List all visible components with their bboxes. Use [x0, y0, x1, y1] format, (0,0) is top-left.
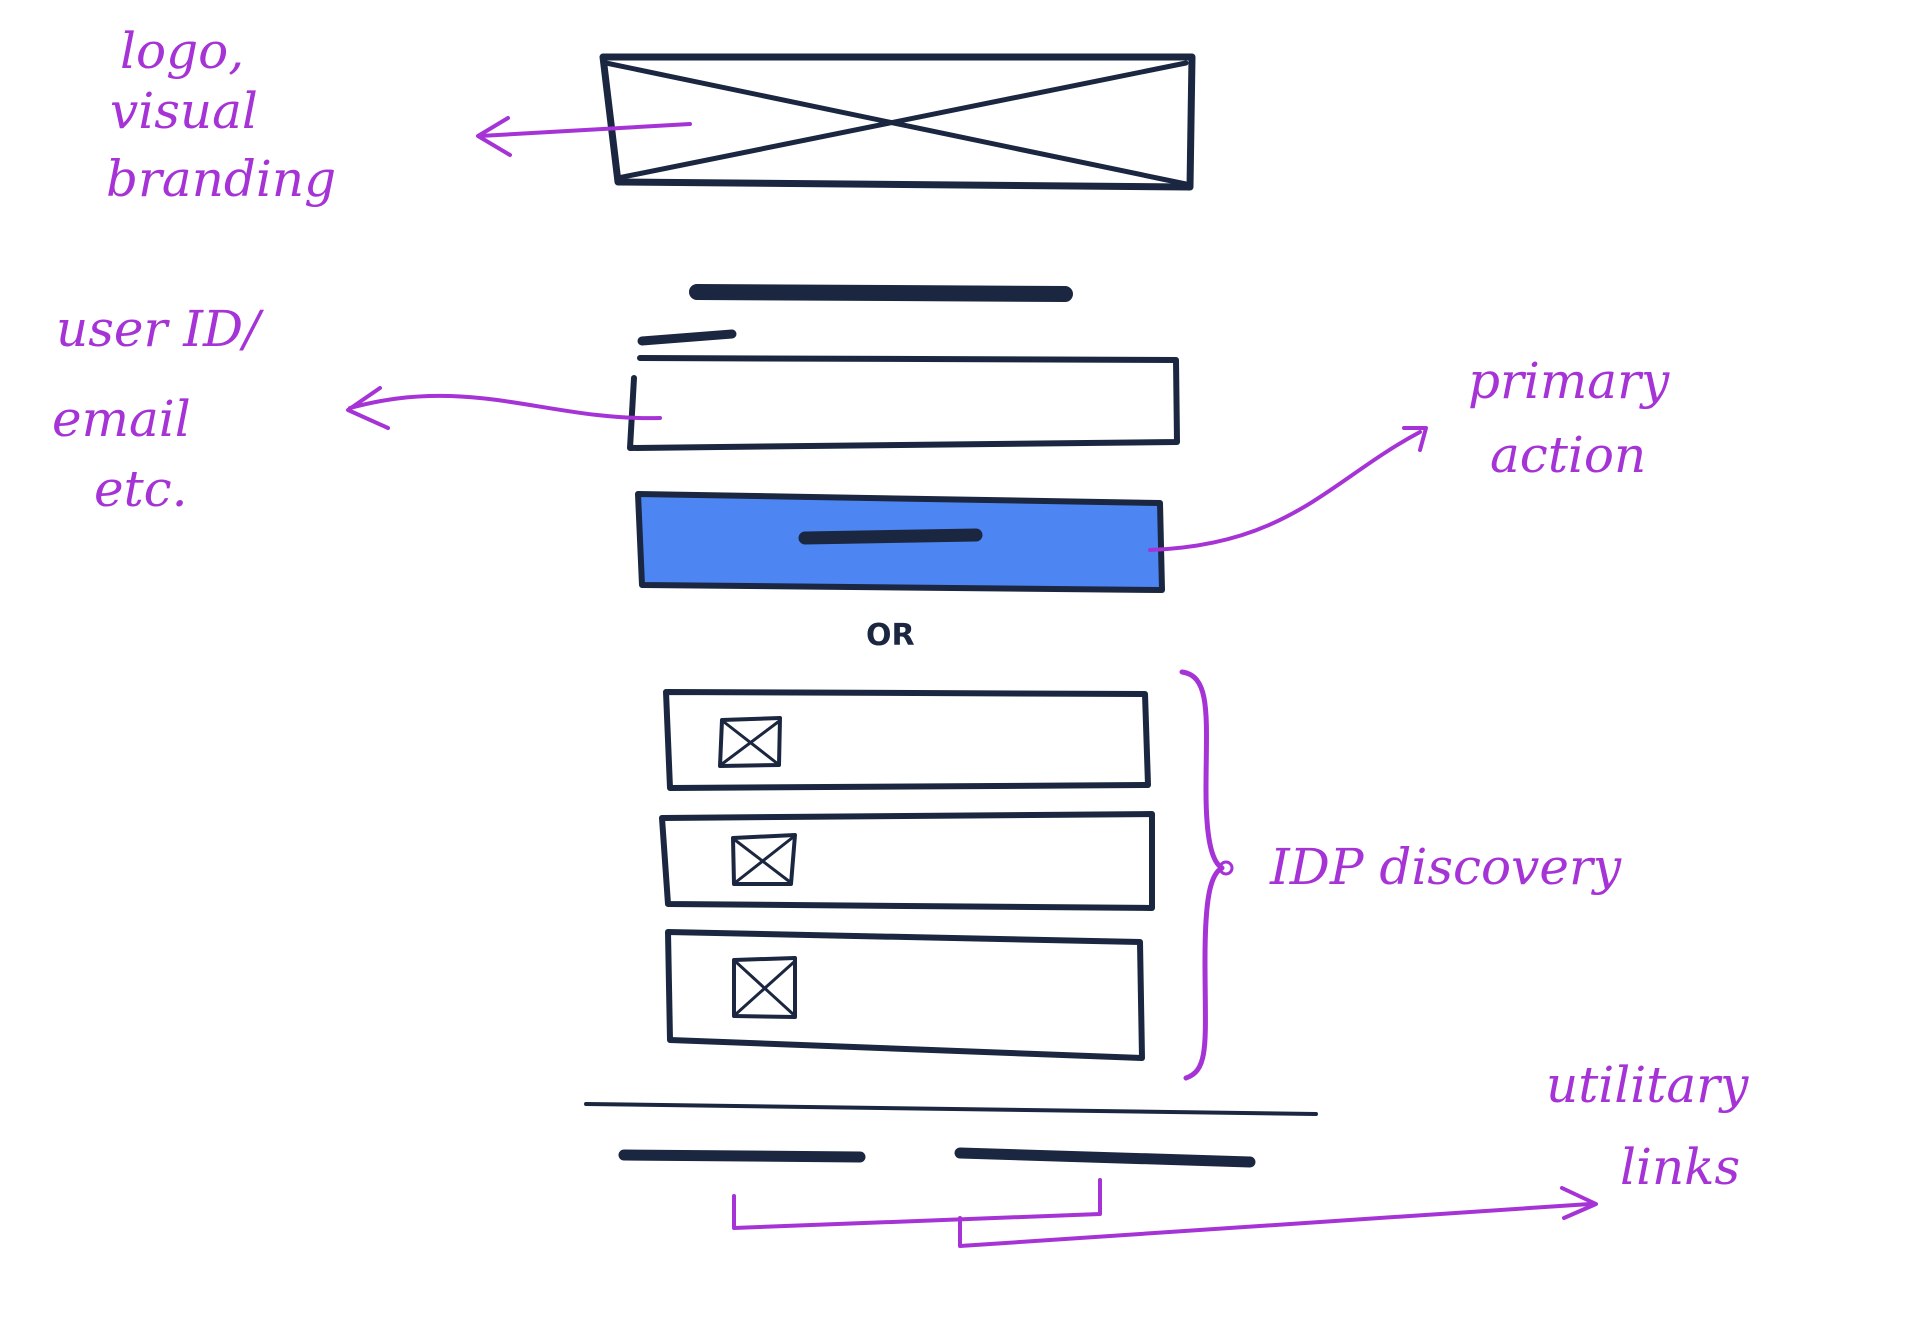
- idp-button[interactable]: [659, 811, 1155, 911]
- idp-button[interactable]: [665, 929, 1145, 1061]
- svg-text:email: email: [52, 390, 191, 448]
- utility-link-right[interactable]: [954, 1147, 1256, 1168]
- idp-logo-icon: [732, 956, 797, 1019]
- idp-discovery-annotation: IDP discovery: [1179, 669, 1622, 1081]
- primary-button[interactable]: [635, 491, 1165, 593]
- svg-text:branding: branding: [106, 150, 336, 208]
- primary-button-label-placeholder: [798, 528, 983, 545]
- idp-logo-icon: [731, 833, 797, 886]
- svg-text:visual: visual: [110, 82, 258, 140]
- input-label-placeholder-line: [637, 329, 737, 346]
- svg-text:action: action: [1490, 426, 1646, 484]
- svg-text:primary: primary: [1468, 352, 1670, 410]
- svg-text:etc.: etc.: [94, 460, 188, 518]
- svg-text:logo,: logo,: [120, 22, 244, 80]
- idp-button[interactable]: [663, 689, 1151, 791]
- user-id-annotation: user ID/ email etc.: [52, 300, 662, 518]
- svg-text:IDP discovery: IDP discovery: [1269, 838, 1622, 896]
- primary-action-annotation: primary action: [1148, 352, 1670, 552]
- user-id-input[interactable]: [627, 355, 1180, 451]
- svg-text:user ID/: user ID/: [56, 300, 264, 358]
- utility-links-annotation: utilitary links: [732, 1056, 1749, 1248]
- footer-separator: [584, 1102, 1318, 1116]
- svg-text:utilitary: utilitary: [1546, 1056, 1749, 1114]
- logo-placeholder-icon: [599, 53, 1196, 191]
- divider-or-text: OR: [866, 618, 915, 653]
- utility-link-left[interactable]: [618, 1149, 866, 1163]
- idp-logo-icon: [718, 716, 782, 768]
- heading-placeholder-line: [689, 284, 1073, 302]
- logo-annotation: logo, visual branding: [106, 22, 692, 208]
- svg-text:links: links: [1620, 1138, 1740, 1196]
